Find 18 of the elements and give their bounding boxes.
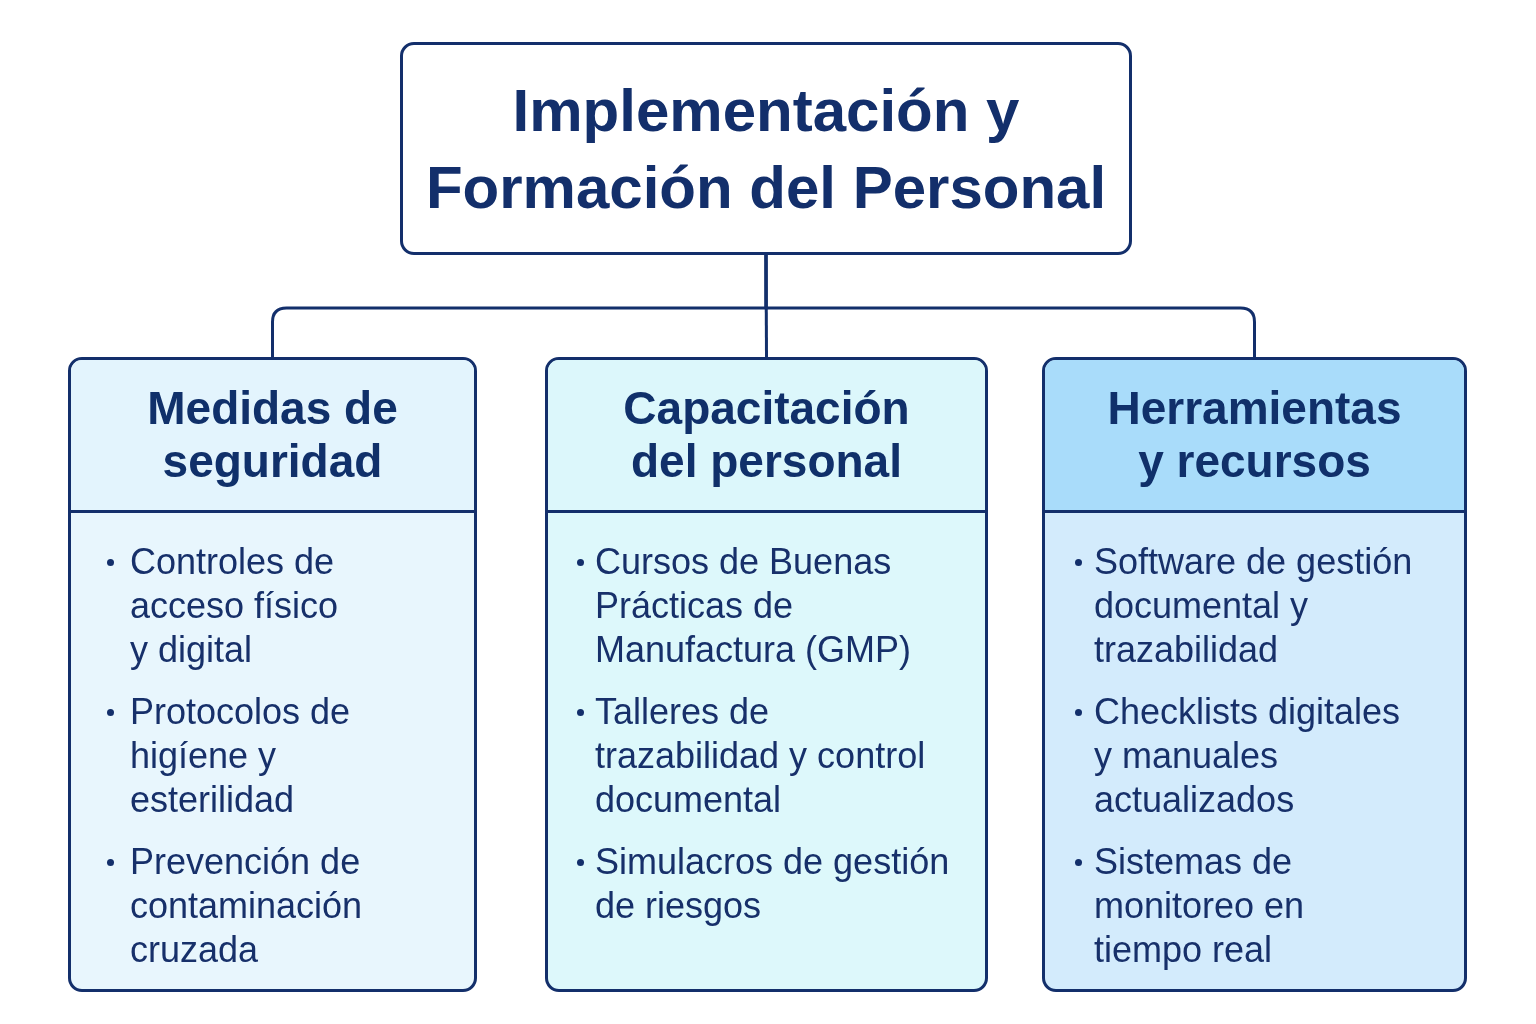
card-heading: Herramientas y recursos (1106, 382, 1403, 488)
bullet-text: Talleres de trazabilidad y control documental (595, 690, 927, 822)
bullet-text: Checklists digitales y manuales actualizados (1094, 690, 1402, 822)
bullet-text: Software de gestión documental y trazabilidad (1094, 540, 1414, 672)
category-card (545, 357, 988, 992)
bullet-text: Protocolos de higíene y esterilidad (130, 690, 352, 822)
card-heading: Medidas de seguridad (146, 382, 399, 488)
category-card (1042, 357, 1467, 992)
bullet-text: Controles de acceso físico y digital (130, 540, 340, 672)
bullet-text: Cursos de Buenas Prácticas de Manufactura (GMP) (595, 540, 913, 672)
bullet-text: Prevención de contaminación cruzada (130, 840, 364, 972)
card-heading: Capacitación del personal (622, 382, 911, 488)
category-card (68, 357, 477, 992)
connector-line (764, 255, 1256, 357)
title-text: Implementación y Formación del Personal (424, 75, 1108, 223)
bullet-text: Simulacros de gestión de riesgos (595, 840, 951, 928)
bullet-text: Sistemas de monitoreo en tiempo real (1094, 840, 1306, 972)
title-box (400, 42, 1132, 255)
